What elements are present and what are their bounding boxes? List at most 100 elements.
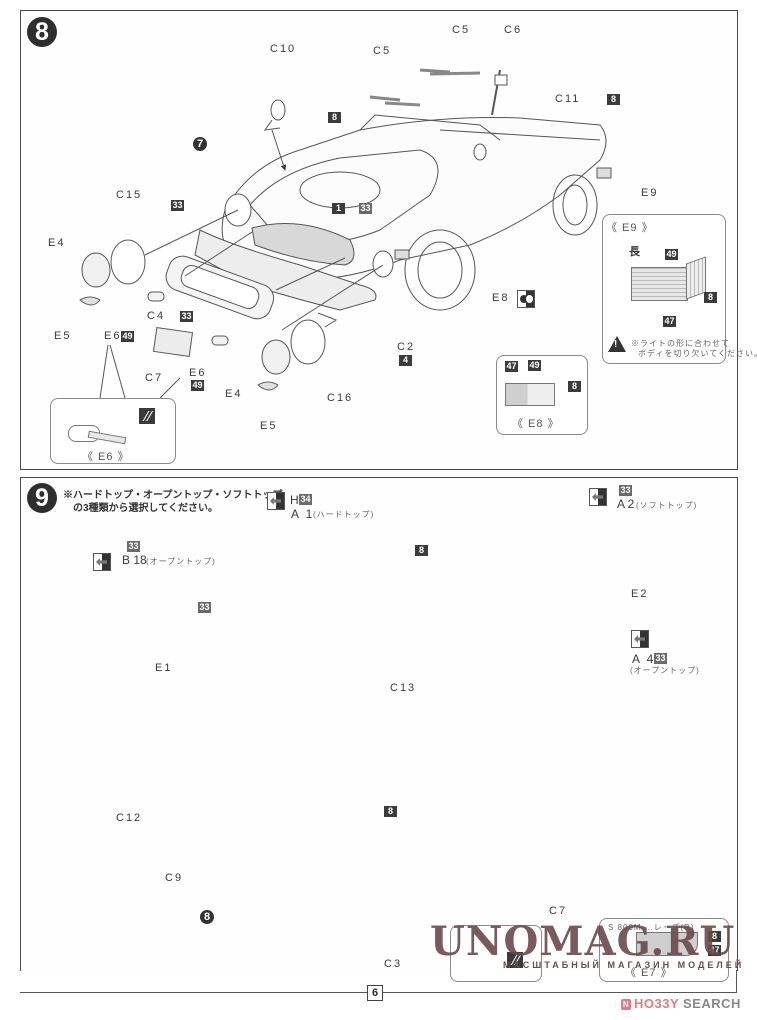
mirror-both-sides-icon	[517, 290, 535, 308]
paint-swatch-icon	[139, 408, 155, 424]
watermark-title: UNOMAG.RU	[430, 918, 736, 965]
part-label-e5-right: E5	[260, 420, 278, 432]
part-label-c5-left: C5	[373, 45, 392, 57]
light-e5-right	[257, 381, 279, 391]
e8-code-47: 47	[505, 361, 518, 372]
part-label-b18-jp: (オープントップ)	[146, 557, 216, 566]
color-code-side-rear: 8	[607, 94, 620, 105]
part-label-e9: E9	[641, 187, 659, 199]
page-rule-right-tick	[736, 970, 737, 993]
rear-deck-line	[439, 129, 601, 141]
mirror-c11	[473, 143, 487, 161]
front-bumper-c2	[194, 229, 377, 311]
step-9-note-line2: の3種類から選択してください。	[73, 503, 218, 514]
part-label-c4: C4	[147, 310, 166, 322]
headlight-bezel-c15	[110, 239, 146, 285]
step-8-reference: 8	[200, 910, 214, 924]
page-rule-right	[383, 992, 737, 993]
warning-icon	[608, 336, 626, 352]
wiper-c5-right	[419, 68, 481, 76]
side-marker-e8	[394, 249, 410, 260]
color-code-e6-left: 49	[121, 331, 134, 342]
part-label-e5-left: E5	[54, 330, 72, 342]
page-rule-left	[20, 992, 367, 993]
part-label-h: H	[290, 493, 299, 507]
detail-title-e6: 《 E6 》	[82, 451, 130, 463]
license-plate-c7	[152, 327, 194, 357]
part-label-e6-left: E6	[104, 330, 122, 342]
part-label-a1: A 1	[291, 507, 315, 521]
e7-code-8: 8	[708, 931, 721, 942]
choose-option-icon-hardtop	[267, 492, 285, 510]
e8-decal-graphic	[505, 383, 555, 406]
grille-opening	[251, 223, 355, 266]
part-label-b18: B 18	[122, 553, 147, 567]
color-code-deck: 8	[384, 806, 397, 817]
part-label-c7-rear: C7	[549, 905, 568, 917]
part-label-c7: C7	[145, 372, 164, 384]
part-label-a4-jp: (オープントップ)	[630, 666, 700, 675]
color-code-hardtop-window: 8	[415, 545, 428, 556]
detail-title-e7: 《 E7 》	[625, 967, 673, 979]
part-label-a2-jp: (ソフトトップ)	[636, 501, 698, 510]
part-label-e1: E1	[155, 662, 173, 674]
e8-code-8: 8	[568, 381, 581, 392]
light-e5-left	[79, 296, 101, 306]
headlight-lens-e4-right	[261, 339, 291, 375]
color-code-c2: 4	[399, 355, 412, 366]
e7-code-47: 47	[708, 945, 721, 956]
part-label-c16: C16	[327, 392, 354, 404]
page-number: 6	[367, 985, 383, 1001]
color-code-body-top: 8	[328, 112, 341, 123]
part-label-c11: C11	[555, 93, 581, 105]
paint-swatch-icon-rear	[507, 952, 523, 968]
part-label-c9: C9	[165, 872, 184, 884]
color-code-e6-right: 49	[191, 380, 204, 391]
mirror-c10-stem	[263, 119, 281, 131]
part-label-c6: C6	[504, 24, 523, 36]
rear-wheel-hub	[562, 184, 588, 226]
front-wheel-hub	[417, 241, 463, 299]
choose-option-icon-opentop	[93, 553, 111, 571]
part-label-c12: C12	[116, 812, 143, 824]
e9-code-49: 49	[665, 249, 678, 260]
e9-note-line2: ボディを切り欠いてください。	[638, 349, 757, 358]
detail-box-rear-lamp	[450, 925, 542, 982]
wiper-c5-left	[369, 95, 421, 107]
part-label-a1-jp: (ハードトップ)	[313, 510, 375, 519]
e9-code-47: 47	[663, 316, 676, 327]
color-code-a2: 33	[619, 485, 632, 496]
headlight-right-socket	[372, 250, 394, 278]
choose-option-icon-tonneau	[631, 630, 649, 648]
step-9-number: 9	[27, 483, 57, 513]
e9-decal-graphic	[631, 267, 688, 301]
color-code-headlight-rim: 33	[171, 200, 184, 211]
turn-signal-e6-right	[211, 335, 229, 346]
step-9-panel	[20, 477, 738, 971]
color-code-h: 34	[299, 494, 312, 505]
headlight-lens-e4-left	[81, 252, 111, 288]
step-9-note-line1: ※ハードトップ・オープントップ・ソフトトップ	[63, 490, 283, 501]
e9-decal-side	[686, 256, 706, 300]
color-code-b18: 33	[127, 541, 140, 552]
turn-signal-e6-left	[147, 291, 165, 302]
part-label-c2: C2	[397, 341, 416, 353]
color-code-hardtop: 33	[198, 602, 211, 613]
e7-decal-graphic	[636, 932, 698, 956]
part-label-c13: C13	[390, 682, 417, 694]
detail-title-e8: 《 E8 》	[512, 418, 560, 430]
part-label-e4-right: E4	[225, 388, 243, 400]
color-code-grille-stripes: 1	[332, 203, 345, 214]
part-label-a4: A 4	[632, 652, 656, 666]
e8-code-49: 49	[528, 360, 541, 371]
part-label-a2: A 2	[617, 497, 635, 511]
windshield-frame	[359, 114, 501, 141]
part-label-c3: C3	[384, 958, 403, 970]
car-body-step8	[221, 117, 607, 281]
hobby-search-logo-icon: N	[621, 999, 631, 1010]
step-7-reference: 7	[193, 137, 207, 151]
part-label-e2: E2	[631, 588, 649, 600]
watermark-subtitle: МАСШТАБНЫЙ МАГАЗИН МОДЕЛЕЙ	[503, 960, 745, 970]
e9-note-line1: ※ライトの形に合わせて	[631, 339, 730, 348]
